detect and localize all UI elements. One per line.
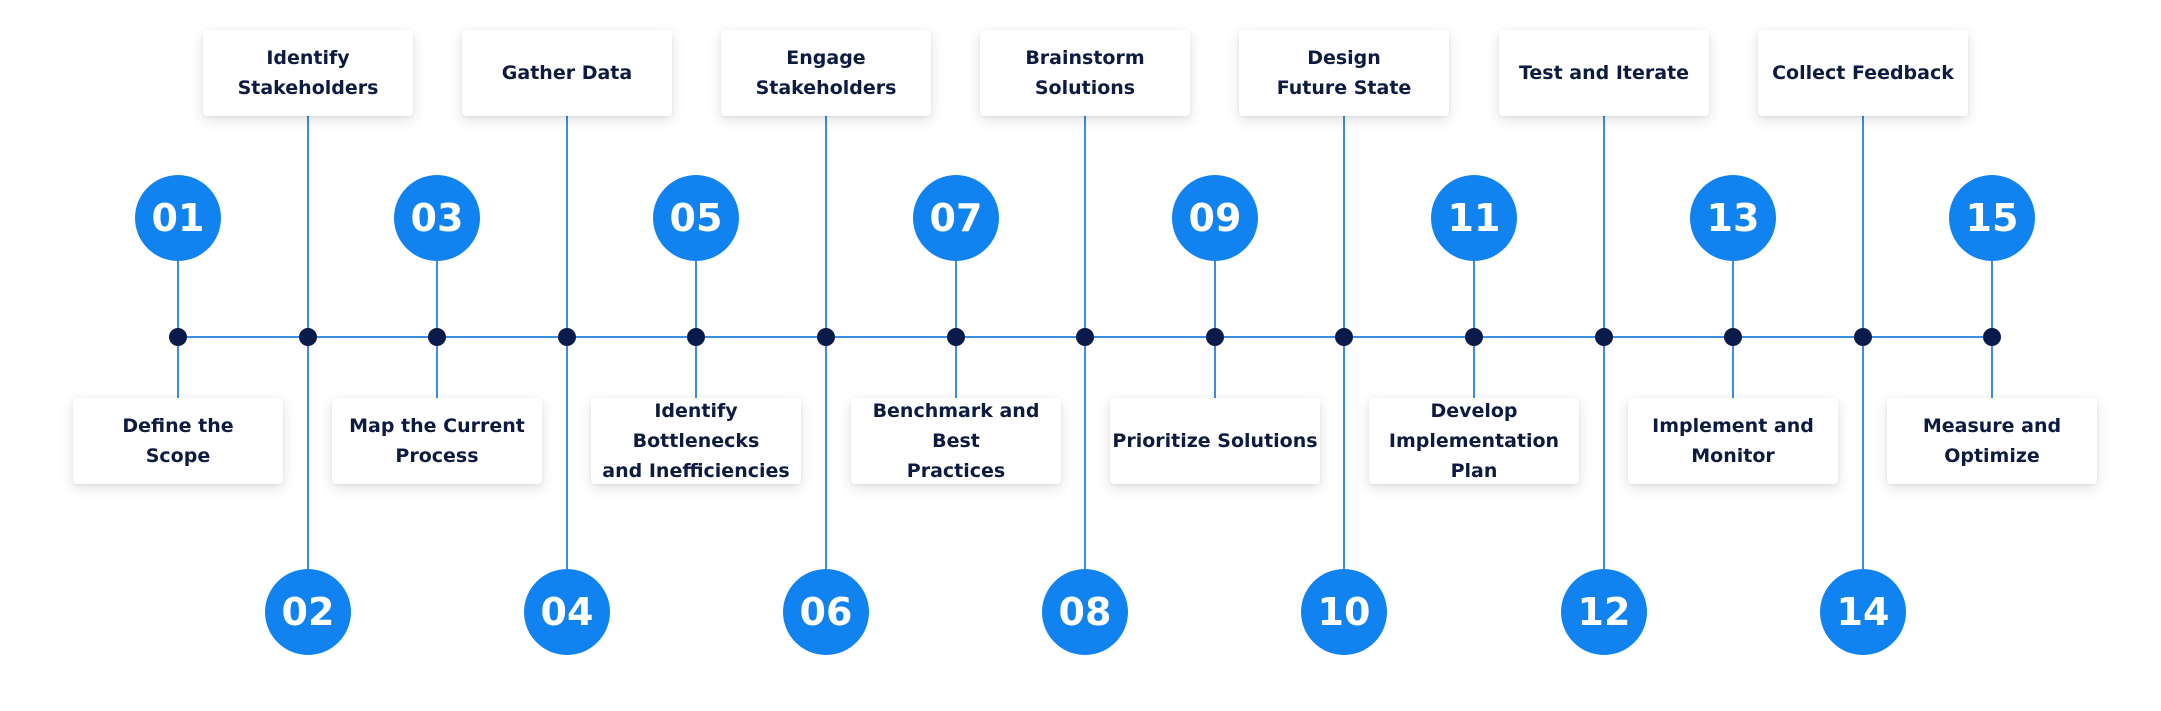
connector-line	[177, 218, 179, 337]
connector-line	[1862, 337, 1864, 572]
step-number-badge: 10	[1301, 569, 1387, 655]
timeline-node-13	[1724, 328, 1742, 346]
step-label: Map the Current Process	[349, 415, 525, 467]
connector-line	[825, 116, 827, 337]
timeline-node-03	[428, 328, 446, 346]
step-label: Engage Stakeholders	[755, 47, 897, 99]
connector-line	[695, 337, 697, 400]
connector-line	[1603, 116, 1605, 337]
connector-line	[1862, 116, 1864, 337]
step-card: Benchmark and Best Practices	[851, 398, 1061, 484]
timeline-node-06	[817, 328, 835, 346]
connector-line	[695, 218, 697, 337]
connector-line	[436, 218, 438, 337]
timeline-node-09	[1206, 328, 1224, 346]
step-number-badge: 02	[265, 569, 351, 655]
step-label: Define the Scope	[122, 415, 234, 467]
connector-line	[1732, 337, 1734, 400]
connector-line	[1214, 218, 1216, 337]
step-label: Prioritize Solutions	[1112, 430, 1318, 452]
step-card: Define the Scope	[73, 398, 283, 484]
step-number-badge: 14	[1820, 569, 1906, 655]
connector-line	[1473, 337, 1475, 400]
step-number-badge: 11	[1431, 175, 1517, 261]
timeline-node-11	[1465, 328, 1483, 346]
timeline-node-04	[558, 328, 576, 346]
connector-line	[955, 218, 957, 337]
step-number-badge: 12	[1561, 569, 1647, 655]
connector-line	[1084, 116, 1086, 337]
step-card: Identify Bottlenecks and Inefficiencies	[591, 398, 801, 484]
step-label: Collect Feedback	[1772, 62, 1954, 84]
timeline-node-01	[169, 328, 187, 346]
step-number-badge: 06	[783, 569, 869, 655]
connector-line	[1343, 337, 1345, 572]
step-card: Map the Current Process	[332, 398, 542, 484]
step-label: Gather Data	[501, 62, 633, 84]
timeline-node-08	[1076, 328, 1094, 346]
step-label: Design Future State	[1276, 47, 1412, 99]
timeline-node-02	[299, 328, 317, 346]
step-number-badge: 09	[1172, 175, 1258, 261]
step-label: Identify Bottlenecks and Inefficiencies	[602, 400, 790, 482]
connector-line	[307, 337, 309, 572]
step-number-badge: 04	[524, 569, 610, 655]
connector-line	[825, 337, 827, 572]
connector-line	[1214, 337, 1216, 400]
step-card: Implement and Monitor	[1628, 398, 1838, 484]
connector-line	[566, 337, 568, 572]
step-number-badge: 07	[913, 175, 999, 261]
connector-line	[1343, 116, 1345, 337]
step-number-badge: 01	[135, 175, 221, 261]
step-label: Benchmark and Best Practices	[872, 400, 1040, 482]
connector-line	[177, 337, 179, 400]
step-number-badge: 08	[1042, 569, 1128, 655]
step-label: Test and Iterate	[1518, 62, 1690, 84]
step-card: Collect Feedback	[1758, 30, 1968, 116]
step-card: Test and Iterate	[1499, 30, 1709, 116]
step-number-badge: 05	[653, 175, 739, 261]
step-card: Prioritize Solutions	[1110, 398, 1320, 484]
timeline-node-14	[1854, 328, 1872, 346]
connector-line	[307, 116, 309, 337]
step-number-badge: 13	[1690, 175, 1776, 261]
connector-line	[1732, 218, 1734, 337]
step-card: Engage Stakeholders	[721, 30, 931, 116]
connector-line	[566, 116, 568, 337]
step-label: Identify Stakeholders	[237, 47, 379, 99]
step-label: Implement and Monitor	[1652, 415, 1814, 467]
timeline-node-10	[1335, 328, 1353, 346]
step-label: Develop Implementation Plan	[1388, 400, 1560, 482]
timeline-node-07	[947, 328, 965, 346]
connector-line	[1084, 337, 1086, 572]
step-card: Identify Stakeholders	[203, 30, 413, 116]
connector-line	[1603, 337, 1605, 572]
step-label: Brainstorm Solutions	[1025, 47, 1145, 99]
connector-line	[1991, 337, 1993, 400]
timeline-node-12	[1595, 328, 1613, 346]
connector-line	[955, 337, 957, 400]
timeline-node-05	[687, 328, 705, 346]
step-card: Gather Data	[462, 30, 672, 116]
step-card: Brainstorm Solutions	[980, 30, 1190, 116]
step-card: Develop Implementation Plan	[1369, 398, 1579, 484]
connector-line	[1473, 218, 1475, 337]
step-card: Measure and Optimize	[1887, 398, 2097, 484]
step-number-badge: 15	[1949, 175, 2035, 261]
connector-line	[1991, 218, 1993, 337]
connector-line	[436, 337, 438, 400]
step-number-badge: 03	[394, 175, 480, 261]
timeline-node-15	[1983, 328, 2001, 346]
step-card: Design Future State	[1239, 30, 1449, 116]
step-label: Measure and Optimize	[1922, 415, 2062, 467]
